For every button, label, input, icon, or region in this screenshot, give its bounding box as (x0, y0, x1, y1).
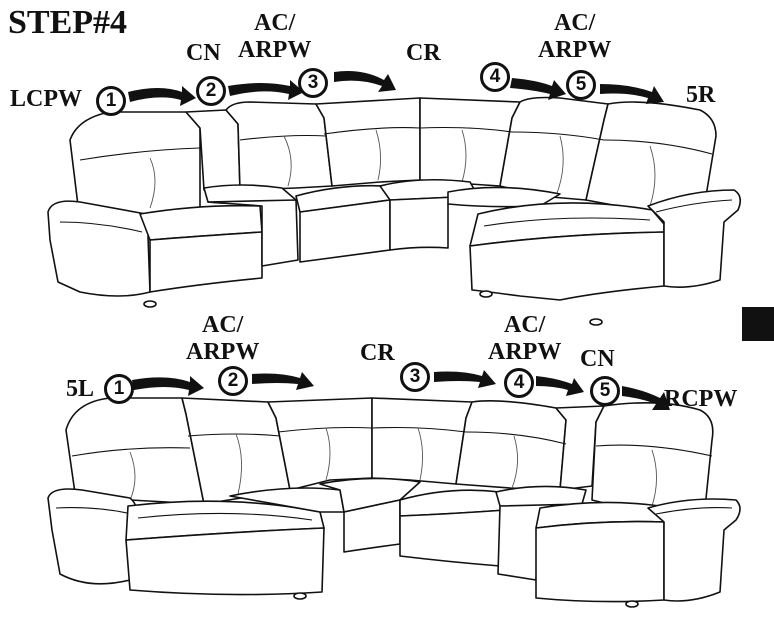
bot-label-ac-arpw-2: AC/ ARPW (488, 312, 561, 366)
arrow-bot-3 (434, 370, 496, 388)
bot-left-arm (47, 488, 138, 585)
bot-step-3: 3 (400, 362, 430, 392)
top-step-2: 2 (196, 76, 226, 106)
bot-label-ac-1: AC/ (201, 312, 244, 338)
top-label-cn: CN (186, 40, 221, 66)
top-label-cr: CR (406, 40, 441, 66)
top-back-ac1 (225, 101, 333, 191)
top-label-ac-arpw-2: AC/ ARPW (538, 10, 611, 64)
bot-back-rcpw (591, 402, 714, 519)
arrow-top-3 (334, 71, 396, 92)
black-marker (742, 307, 774, 341)
bot-step-1: 1 (104, 374, 134, 404)
bot-step-5: 5 (590, 376, 620, 406)
bot-front-ac2 (399, 509, 507, 567)
bot-back-ac2 (455, 400, 567, 491)
arrow-bot-1 (132, 376, 204, 396)
top-seat-ac2 (447, 186, 561, 208)
top-front-lcpw (149, 231, 263, 293)
top-back-lcpw (69, 111, 201, 223)
arrow-bot-5 (622, 386, 670, 410)
bot-label-cn: CN (580, 346, 615, 372)
bot-label-5l: 5L (66, 376, 95, 402)
bot-label-cr: CR (360, 340, 395, 366)
top-back-5r (585, 101, 717, 213)
flow-arrows (128, 71, 670, 410)
top-label-ac-2: AC/ (553, 10, 596, 36)
top-step-1: 1 (96, 86, 126, 116)
bot-label-ac-arpw-1: AC/ ARPW (186, 312, 259, 366)
arrow-top-5 (600, 84, 664, 104)
top-sectional (47, 96, 742, 326)
arrow-top-1 (128, 86, 196, 106)
top-label-arpw-1: ARPW (238, 37, 312, 63)
bot-label-arpw-1: ARPW (186, 339, 260, 365)
arrow-bot-4 (536, 376, 584, 396)
top-back-corner (315, 97, 421, 187)
bot-step-4: 4 (504, 368, 534, 398)
bot-front-rcpw (535, 520, 665, 603)
top-label-5r: 5R (686, 82, 716, 108)
bot-label-ac-2: AC/ (503, 312, 546, 338)
bot-step-2: 2 (218, 366, 248, 396)
top-label-ac-1: AC/ (253, 10, 296, 36)
top-step-3: 3 (298, 68, 328, 98)
bottom-sectional (47, 397, 741, 608)
arrow-top-4 (510, 78, 566, 100)
bot-back-5l (65, 397, 205, 505)
top-chaise-front (469, 231, 665, 301)
top-console-body (207, 199, 299, 267)
arrow-top-2 (228, 80, 304, 100)
bot-label-rcpw: RCPW (664, 386, 738, 412)
top-label-arpw-2: ARPW (538, 37, 612, 63)
top-left-arm (47, 200, 151, 297)
top-label-lcpw: LCPW (10, 86, 82, 112)
top-step-4: 4 (480, 62, 510, 92)
bot-label-arpw-2: ARPW (488, 339, 562, 365)
arrow-bot-2 (252, 372, 314, 390)
top-right-arm (647, 189, 742, 288)
top-step-5: 5 (566, 70, 596, 100)
bot-right-arm (647, 498, 741, 602)
step-title: STEP#4 (8, 4, 128, 41)
bot-chaise-front (125, 527, 325, 596)
top-label-ac-arpw-1: AC/ ARPW (238, 10, 311, 64)
